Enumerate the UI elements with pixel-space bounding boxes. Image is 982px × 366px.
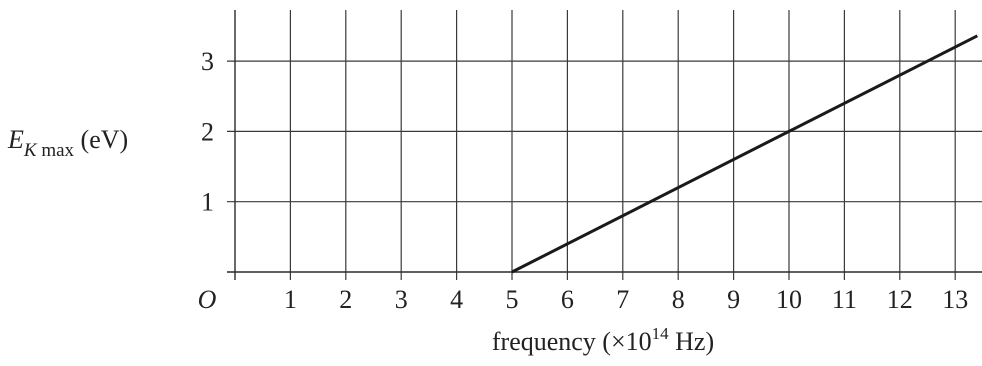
series-line-0 [511,34,979,274]
x-tick-label-5: 5 [506,285,519,314]
x-tick-label-2: 2 [339,285,352,314]
x-tick-label-7: 7 [616,285,629,314]
y-axis-title-subscript-k: K [23,140,38,161]
x-tick-label-6: 6 [561,285,574,314]
y-tick-label-3: 3 [201,47,214,76]
x-axis-title: frequency (×1014 Hz) [492,324,714,356]
x-tick-label-12: 12 [887,285,913,314]
y-axis-title-subscript: K max [23,140,75,161]
y-axis-title-subscript-max: max [37,140,75,161]
x-tick-label-11: 11 [832,285,857,314]
x-tick-label-4: 4 [450,285,463,314]
x-tick-label-1: 1 [284,285,297,314]
x-tick-label-13: 13 [942,285,968,314]
x-tick-label-8: 8 [672,285,685,314]
y-axis-title-symbol: E [7,125,24,154]
x-axis-title-unit: Hz) [669,327,714,356]
x-tick-label-9: 9 [727,285,740,314]
grid [227,10,982,280]
x-axis-title-exponent: 14 [652,324,670,343]
y-axis-title-unit: (eV) [74,125,128,154]
y-tick-label-2: 2 [201,117,214,146]
x-tick-label-3: 3 [395,285,408,314]
origin-label: O [198,285,217,314]
x-tick-label-10: 10 [776,285,802,314]
y-tick-label-1: 1 [201,188,214,217]
axes [227,10,982,280]
x-axis-title-main: frequency (×10 [492,327,652,356]
y-axis-title: EK max (eV) [7,125,128,161]
series [511,34,979,274]
